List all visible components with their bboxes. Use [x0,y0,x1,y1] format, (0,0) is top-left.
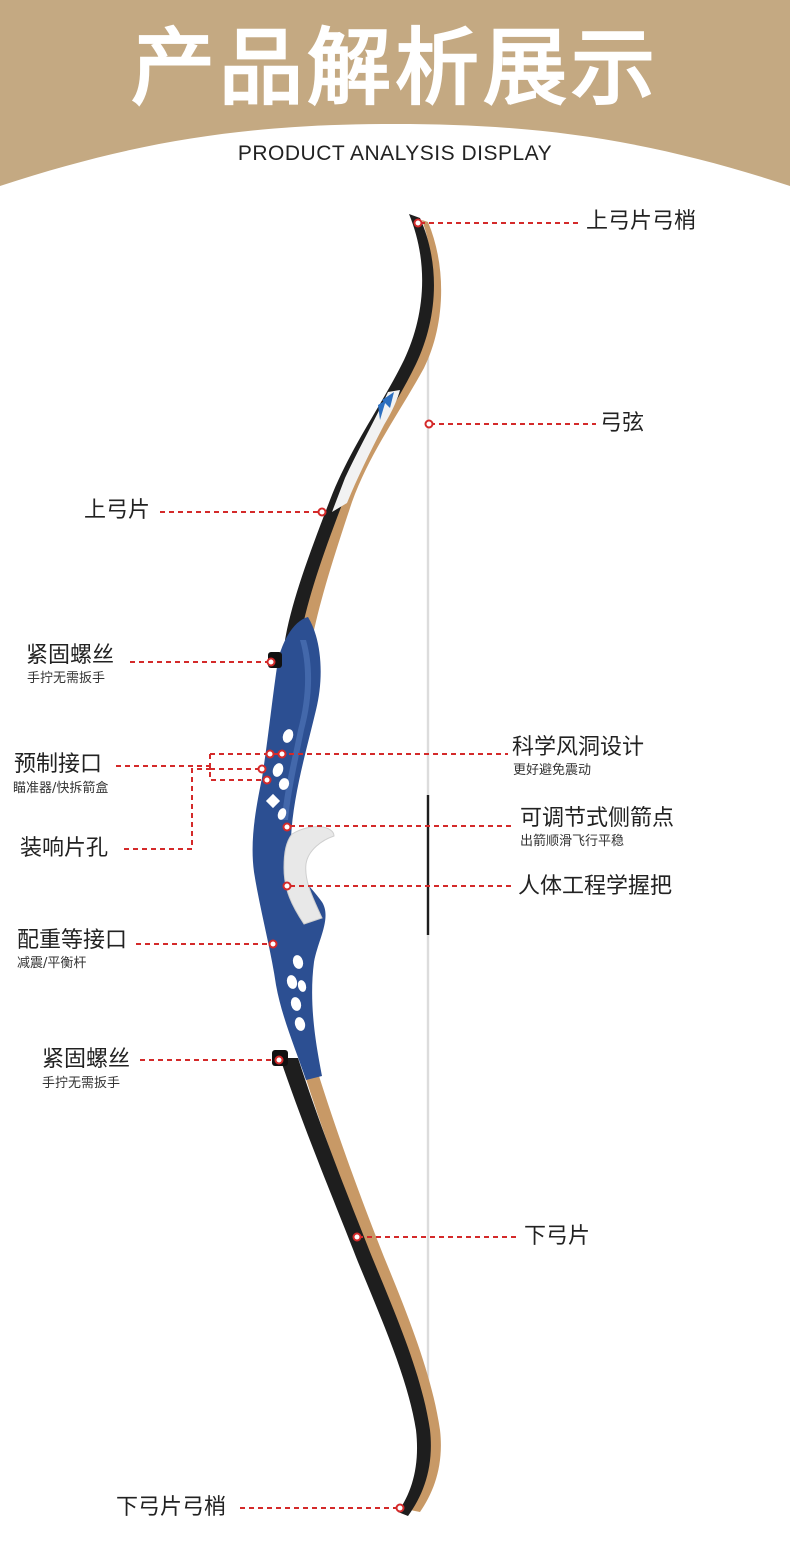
upper-limb [285,214,434,640]
callout-dots [257,218,434,1513]
page-title: 产品解析展示 [130,19,659,117]
header-banner: 产品解析展示 PRODUCT ANALYSIS DISPLAY [0,0,790,200]
page-subtitle: PRODUCT ANALYSIS DISPLAY [237,142,553,165]
riser-holes-lower [286,955,307,1031]
label-preset-interface-sub: 瞄准器/快拆箭盒 [13,781,109,796]
label-upper-limb: 上弓片 [84,498,151,523]
riser-holes-upper [265,729,294,820]
grip [283,826,335,925]
callout-lines [116,222,596,1509]
label-arrow-rest-sub: 出箭顺滑飞行平稳 [520,834,625,849]
label-preset-interface: 预制接口 [14,752,103,777]
lower-limb [280,1058,431,1516]
label-clicker-hole: 装响片孔 [20,836,109,861]
label-lower-limb: 下弓片 [524,1224,591,1249]
label-weight-interface-sub: 减震/平衡杆 [17,956,87,971]
label-fastening-screw-top-sub: 手拧无需扳手 [27,671,106,686]
label-lower-limb-tip: 下弓片弓梢 [116,1495,227,1520]
label-arrow-rest: 可调节式侧箭点 [520,806,675,831]
label-ergonomic-grip: 人体工程学握把 [518,874,673,899]
label-fastening-screw-bottom: 紧固螺丝 [42,1047,131,1072]
label-fastening-screw-top: 紧固螺丝 [26,643,115,668]
label-wind-tunnel-sub: 更好避免震动 [513,763,592,778]
label-weight-interface: 配重等接口 [17,928,128,953]
label-bowstring: 弓弦 [600,411,645,436]
banner-background [0,0,790,186]
label-wind-tunnel: 科学风洞设计 [512,735,645,760]
label-upper-limb-tip: 上弓片弓梢 [586,209,697,234]
upper-limb-wood [298,220,442,640]
label-fastening-screw-bottom-sub: 手拧无需扳手 [42,1076,121,1091]
upper-limb-graphic [332,390,400,512]
